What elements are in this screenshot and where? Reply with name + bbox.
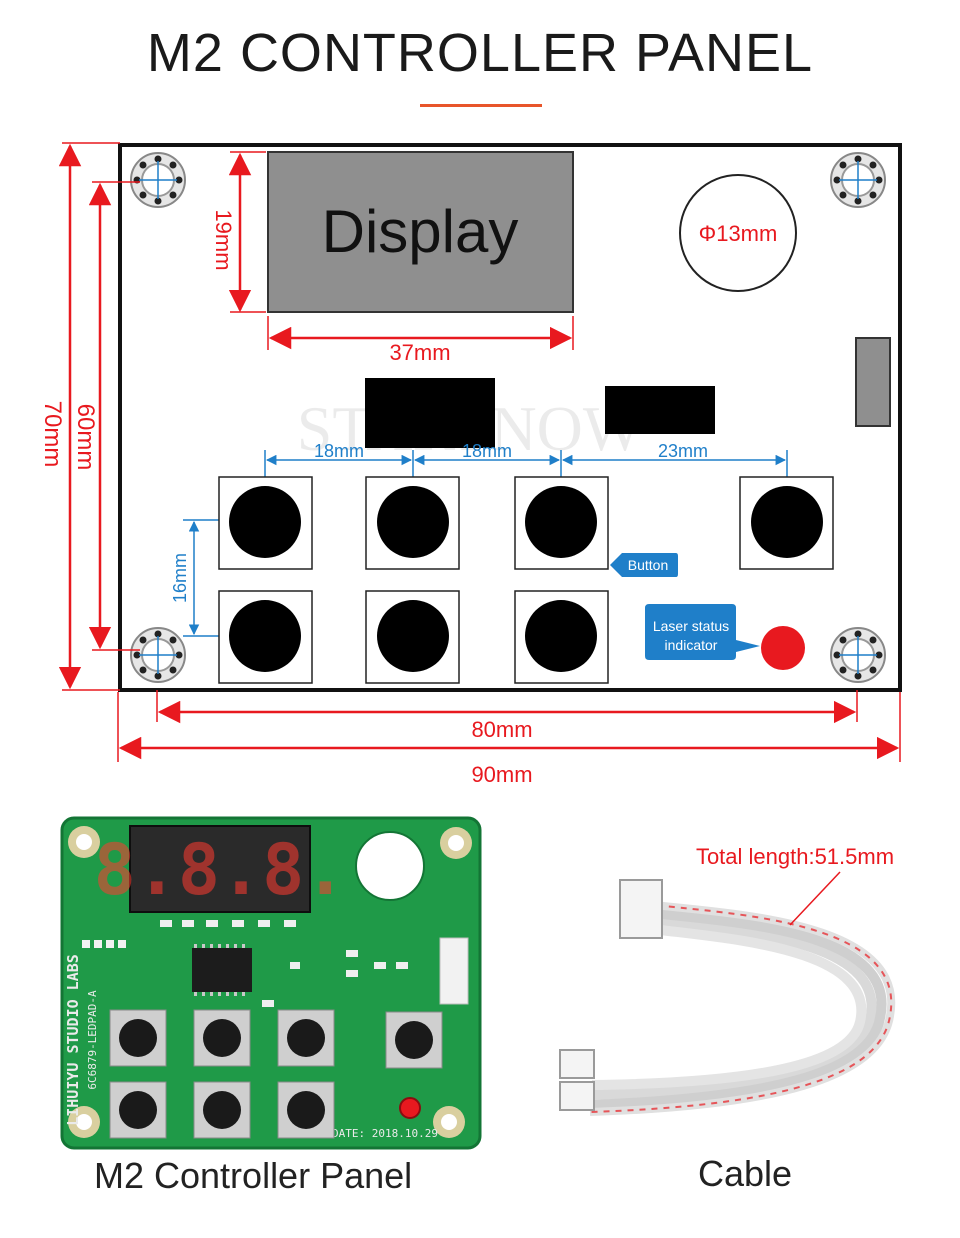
- redacted-block: [605, 386, 715, 434]
- pcb-tact-switch-icon: [193, 1009, 251, 1067]
- cable-illustration: [589, 900, 896, 1116]
- hole-span-width-label: 80mm: [471, 717, 532, 742]
- cable-connector-bottom: [559, 1049, 595, 1079]
- seven-segment-digits: 8.8.8.: [94, 829, 347, 911]
- pcb-tact-switch-icon: [277, 1009, 335, 1067]
- button-icon: [365, 590, 460, 684]
- row-pitch-label: 16mm: [170, 553, 190, 603]
- led-callout-line1: Laser status: [653, 618, 729, 634]
- pitch-label-3: 23mm: [658, 441, 708, 461]
- cable-connector-bottom: [559, 1081, 595, 1111]
- pcb-tact-switch-icon: [385, 1011, 443, 1069]
- diagram-canvas: Display 19mm 37mm Φ13mm STARTNOW 18mm 18…: [39, 142, 902, 1150]
- pcb-tact-switch-icon: [109, 1009, 167, 1067]
- cable-connector-top: [619, 879, 663, 939]
- pcb-cutout: [355, 831, 425, 901]
- pcb-led: [399, 1097, 421, 1119]
- button-callout-box: [610, 553, 678, 577]
- pcb-photo: 8.8.8. LIHUIYU STUDIO LABS 6C6879-LEDPAD…: [60, 816, 482, 1150]
- connector-block: [855, 337, 891, 427]
- button-icon: [514, 590, 609, 684]
- page-title: M2 CONTROLLER PANEL: [146, 23, 814, 83]
- hole-span-height-label: 60mm: [72, 404, 99, 471]
- seven-segment-display: [129, 825, 311, 913]
- pcb-tact-switch-icon: [193, 1081, 251, 1139]
- button-icon: [365, 476, 460, 570]
- display-label: Display: [322, 198, 519, 265]
- button-icon: [514, 476, 609, 570]
- button-callout-label: Button: [628, 557, 668, 573]
- pcb-model-silkscreen: 6C6879-LEDPAD-A: [86, 990, 99, 1090]
- pcb-brand-silkscreen: LIHUIYU STUDIO LABS: [64, 954, 82, 1126]
- button-icon: [218, 476, 313, 570]
- mounting-hole-icon: [830, 627, 886, 683]
- pcb-caption: M2 Controller Panel: [94, 1155, 413, 1196]
- pcb-tact-switch-icon: [277, 1081, 335, 1139]
- cable-caption: Cable: [698, 1153, 793, 1194]
- pcb-connector: [439, 937, 469, 1005]
- pcb-tact-switch-icon: [109, 1081, 167, 1139]
- cable-length-leader: [789, 871, 841, 926]
- pcb-mount-hole-icon: [433, 1106, 465, 1138]
- laser-status-led: [761, 626, 805, 670]
- mounting-hole-icon: [130, 152, 186, 208]
- mounting-hole-icon: [130, 627, 186, 683]
- pcb-mount-hole-icon: [68, 1106, 100, 1138]
- button-icon: [739, 476, 834, 570]
- display-width-label: 37mm: [389, 340, 450, 365]
- redacted-block: [365, 378, 495, 448]
- board-width-label: 90mm: [471, 762, 532, 787]
- button-icon: [218, 590, 313, 684]
- display-window: [267, 151, 574, 313]
- display-height-label: 19mm: [211, 209, 236, 270]
- pitch-label-1: 18mm: [314, 441, 364, 461]
- board-height-label: 70mm: [39, 401, 66, 468]
- pcb-mount-hole-icon: [440, 827, 472, 859]
- pcb-mount-hole-icon: [68, 826, 100, 858]
- pitch-label-2: 18mm: [462, 441, 512, 461]
- watermark-text: STARTNOW: [297, 393, 644, 464]
- pcb-date-silkscreen: DATE: 2018.10.29: [332, 1127, 438, 1140]
- mount-hole-circle: [679, 174, 797, 292]
- pcb-chip: [192, 948, 252, 992]
- led-callout-box: [645, 604, 760, 660]
- hole-diameter-label: Φ13mm: [699, 221, 778, 246]
- led-callout-line2: indicator: [665, 637, 718, 653]
- cable-length-label: Total length:51.5mm: [696, 844, 894, 869]
- title-underline: [420, 104, 542, 107]
- mounting-hole-icon: [830, 152, 886, 208]
- button-grid: [218, 476, 834, 684]
